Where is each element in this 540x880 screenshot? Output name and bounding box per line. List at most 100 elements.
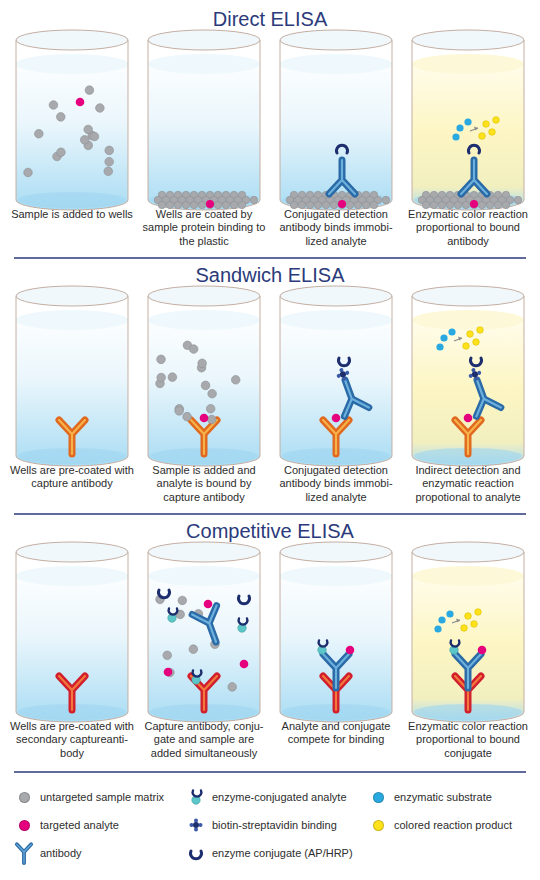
- legend-text: targeted analyte: [40, 818, 119, 832]
- particle: [494, 201, 501, 208]
- section-rule: [14, 257, 526, 259]
- particle: [502, 201, 509, 208]
- particle: [454, 201, 461, 208]
- section-heading: Sandwich ELISA: [0, 264, 540, 287]
- particle: [24, 168, 33, 177]
- particle: [168, 373, 177, 382]
- particle: [76, 98, 85, 107]
- particle: [338, 200, 346, 208]
- antibody: [461, 364, 501, 417]
- particle: [440, 334, 447, 341]
- well-step: Indirect detection and enzymatic reactio…: [405, 296, 531, 506]
- legend-text: biotin-streptavidin binding: [212, 818, 337, 832]
- particle: [214, 201, 221, 208]
- particle: [182, 201, 189, 208]
- particle: [446, 610, 453, 617]
- particle: [434, 625, 441, 632]
- particle: [206, 200, 214, 208]
- particle: [164, 668, 173, 677]
- step-caption: Sample is added and analyte is bound by …: [141, 464, 267, 504]
- step-caption: Conjugated detection antibody binds immo…: [273, 208, 399, 248]
- particle: [422, 201, 429, 208]
- step-caption: Indirect detection and enzymatic reactio…: [405, 464, 531, 504]
- enzyme-conjugate: [239, 618, 248, 624]
- enzyme-conjugate: [239, 596, 250, 604]
- particle: [96, 104, 105, 113]
- particle: [446, 201, 453, 208]
- particle: [473, 339, 480, 346]
- antibody: [455, 420, 481, 454]
- enzyme-conjugate: [193, 670, 202, 676]
- enzyme-conjugate: [339, 358, 350, 366]
- well: [148, 30, 260, 210]
- particle: [489, 129, 496, 136]
- particle: [190, 201, 197, 208]
- legend-swatch: [19, 792, 30, 803]
- particle: [208, 389, 217, 398]
- biotin-streptavidin: [190, 819, 203, 832]
- enzyme-conjugate: [337, 145, 348, 153]
- particle: [438, 616, 445, 623]
- well-step: Wells are pre-coated with secondary capt…: [9, 552, 135, 762]
- particle: [157, 373, 166, 382]
- particle: [49, 101, 58, 110]
- particle: [228, 683, 237, 692]
- well-step: Enzymatic color reaction proportional to…: [405, 40, 531, 250]
- antibody: [191, 420, 217, 454]
- particle: [346, 646, 355, 655]
- step-caption: Wells are coated by sample protein bindi…: [141, 208, 267, 248]
- particle: [514, 196, 521, 203]
- legend-swatch: [373, 792, 384, 803]
- particle: [354, 201, 361, 208]
- particle: [298, 201, 305, 208]
- legend-text: enzymatic substrate: [394, 790, 492, 804]
- enzyme-conjugate: [193, 790, 202, 796]
- antibody: [59, 420, 85, 454]
- antibody: [17, 844, 31, 863]
- enzyme-conjugate: [159, 590, 170, 598]
- legend-swatch: [373, 820, 384, 831]
- particle: [206, 404, 215, 413]
- particle: [189, 645, 198, 654]
- legend-text: untargeted sample matrix: [40, 790, 164, 804]
- legend-text: enzyme conjugate (AP/HRP): [212, 846, 353, 860]
- particle: [178, 596, 187, 605]
- antibody: [191, 676, 217, 710]
- enzyme-conjugate: [191, 851, 202, 859]
- particle: [200, 414, 209, 423]
- well: [148, 286, 260, 466]
- step-caption: Sample is added to wells: [9, 208, 135, 221]
- legend-icon: [191, 851, 202, 859]
- well: [412, 30, 524, 210]
- particle: [204, 600, 213, 609]
- biotin-streptavidin: [467, 366, 484, 383]
- section-rule: [14, 513, 526, 515]
- particle: [90, 132, 99, 141]
- particle: [198, 359, 207, 368]
- legend-icon: [192, 790, 202, 804]
- legend-text: enzyme-conjugated analyte: [212, 790, 347, 804]
- legend-icon: [190, 819, 203, 832]
- well-step: Wells are pre-coated with capture antibo…: [9, 296, 135, 493]
- particle: [290, 201, 297, 208]
- particle: [84, 125, 93, 134]
- well-step: Sample is added to wells: [9, 40, 135, 223]
- well: [412, 542, 524, 722]
- particle: [464, 414, 473, 423]
- particle: [430, 201, 437, 208]
- particle: [157, 355, 166, 364]
- well-step: Conjugated detection antibody binds immo…: [273, 296, 399, 506]
- particle: [463, 343, 470, 350]
- well-step: Sample is added and analyte is bound by …: [141, 296, 267, 506]
- step-caption: Wells are pre-coated with capture antibo…: [9, 464, 135, 491]
- particle: [436, 343, 443, 350]
- well-step: Conjugated detection antibody binds immo…: [273, 40, 399, 250]
- particle: [80, 136, 89, 145]
- particle: [175, 407, 184, 416]
- particle: [56, 113, 65, 122]
- particle: [250, 196, 257, 203]
- particle: [238, 201, 245, 208]
- particle: [174, 201, 181, 208]
- particle: [222, 201, 229, 208]
